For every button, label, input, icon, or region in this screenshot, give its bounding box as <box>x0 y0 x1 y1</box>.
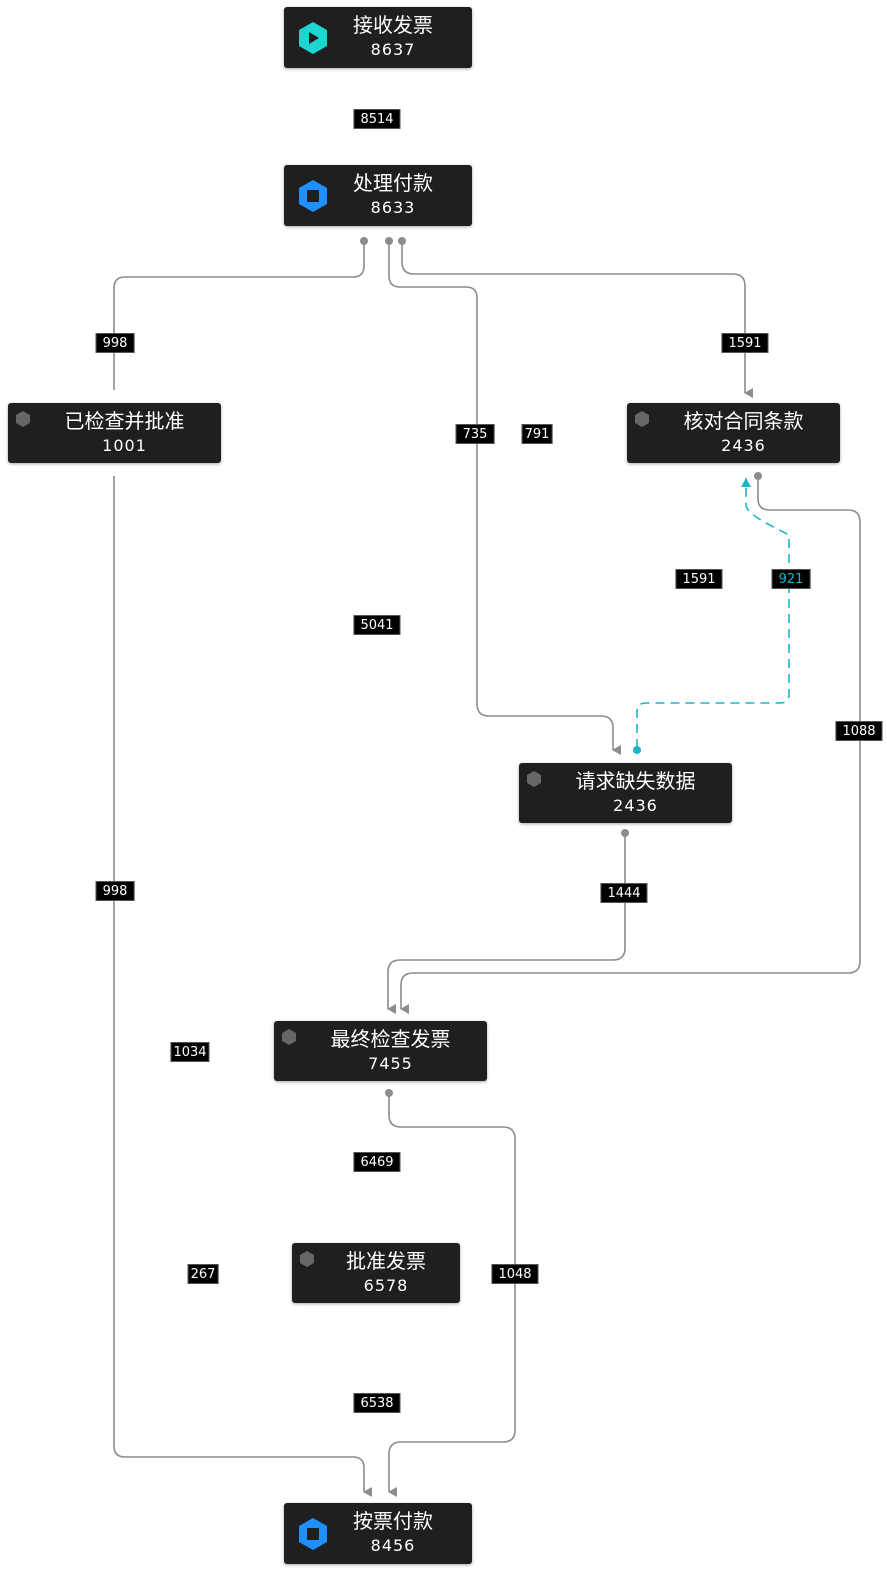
node-request-missing-data[interactable]: 请求缺失数据 2436 <box>519 763 732 823</box>
node-title: 核对合同条款 <box>683 409 804 433</box>
port-dot-accent <box>633 746 641 754</box>
node-final-check[interactable]: 最终检查发票 7455 <box>274 1021 487 1081</box>
node-title: 最终检查发票 <box>330 1027 451 1051</box>
edge-process-request[interactable] <box>388 241 621 755</box>
port-dot <box>398 237 406 245</box>
edge-checked-pay[interactable] <box>113 476 372 1497</box>
edge-label: 5041 <box>353 615 401 635</box>
edge-process-verify[interactable] <box>401 241 753 398</box>
edge-label: 6469 <box>353 1152 401 1172</box>
edge-label-accent: 921 <box>771 569 811 589</box>
port-dot <box>621 829 629 837</box>
node-approve-invoice[interactable]: 批准发票 6578 <box>292 1243 460 1303</box>
node-count: 8637 <box>370 40 416 59</box>
edge-label: 267 <box>187 1264 219 1284</box>
edge-request-final[interactable] <box>387 833 626 1014</box>
hexagon-icon <box>16 411 30 427</box>
edge-label: 1034 <box>170 1042 210 1062</box>
edge-label: 1591 <box>675 569 723 589</box>
node-count: 2436 <box>613 796 658 815</box>
node-count: 8456 <box>370 1536 416 1555</box>
edge-label: 791 <box>521 424 553 444</box>
node-title: 请求缺失数据 <box>575 769 696 793</box>
node-count: 7455 <box>368 1054 413 1073</box>
edge-label: 1088 <box>835 721 883 741</box>
node-title: 按票付款 <box>353 1509 433 1533</box>
edge-label: 8514 <box>353 109 401 129</box>
stop-hexagon-icon <box>299 180 327 212</box>
edge-verify-final[interactable] <box>400 476 861 1014</box>
edge-final-pay[interactable] <box>388 1093 516 1497</box>
edge-label: 735 <box>455 424 495 444</box>
node-title: 批准发票 <box>346 1249 426 1273</box>
node-count: 8633 <box>370 198 416 217</box>
hexagon-icon <box>300 1251 314 1267</box>
stop-hexagon-icon <box>299 1518 327 1550</box>
node-checked-approved[interactable]: 已检查并批准 1001 <box>8 403 221 463</box>
node-count: 1001 <box>102 436 147 455</box>
node-pay-by-invoice[interactable]: 按票付款 8456 <box>284 1503 472 1564</box>
edge-label: 1444 <box>600 883 648 903</box>
node-count: 6578 <box>363 1276 409 1295</box>
play-hexagon-icon <box>299 22 327 54</box>
hexagon-icon <box>527 771 541 787</box>
edge-label: 6538 <box>353 1393 401 1413</box>
hexagon-icon <box>635 411 649 427</box>
port-dot <box>754 472 762 480</box>
node-count: 2436 <box>721 436 766 455</box>
port-dot <box>385 237 393 245</box>
port-dot <box>385 1089 393 1097</box>
edge-process-checked[interactable] <box>113 241 365 390</box>
edge-request-verify-rework[interactable] <box>636 478 790 748</box>
edge-label: 998 <box>95 881 135 901</box>
node-title: 接收发票 <box>353 13 433 37</box>
edge-label: 1048 <box>491 1264 539 1284</box>
port-dot <box>360 237 368 245</box>
node-title: 处理付款 <box>353 171 433 195</box>
node-title: 已检查并批准 <box>64 409 185 433</box>
node-verify-contract[interactable]: 核对合同条款 2436 <box>627 403 840 463</box>
edge-label: 998 <box>95 333 135 353</box>
hexagon-icon <box>282 1029 296 1045</box>
node-process-payment[interactable]: 处理付款 8633 <box>284 165 472 226</box>
node-receive-invoice[interactable]: 接收发票 8637 <box>284 7 472 68</box>
edge-label: 1591 <box>721 333 769 353</box>
